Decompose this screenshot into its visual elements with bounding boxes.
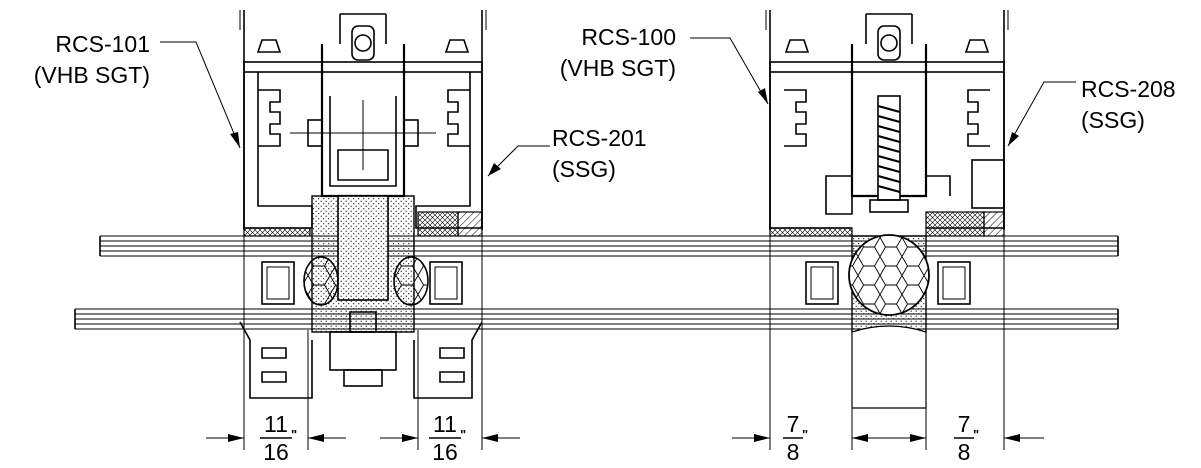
- right-silicone-joint: [848, 234, 930, 409]
- left-setting-block: [457, 211, 483, 237]
- callout-rcs-101-model: RCS-101: [55, 31, 150, 57]
- dimension-arrows: [206, 434, 1044, 442]
- left-interior-cover: [239, 311, 483, 399]
- dimension-right-a-unit: ": [802, 427, 808, 442]
- right-structural-tape-a: [769, 227, 853, 237]
- left-structural-tape-a: [243, 227, 311, 237]
- dimension-right-b-denominator: 8: [958, 439, 971, 465]
- left-silicone-joint: [303, 195, 429, 333]
- right-spacer-a: [805, 261, 839, 305]
- dimension-left-b: 11 16 ": [429, 411, 466, 465]
- dimension-right-a-denominator: 8: [787, 439, 800, 465]
- dimension-left-b-denominator: 16: [432, 439, 458, 465]
- left-spacer-a: [261, 261, 295, 305]
- dimension-right-b-unit: ": [973, 427, 979, 442]
- callout-rcs-100-type: (VHB SGT): [560, 55, 676, 81]
- left-frame-profile: [239, 10, 487, 230]
- dimension-right-a: 7 8 ": [783, 411, 808, 465]
- right-fastener-screw: [869, 95, 909, 213]
- callout-rcs-201-type: (SSG): [552, 156, 616, 182]
- callout-rcs-208-model: RCS-208: [1081, 76, 1176, 102]
- callout-rcs-101-type: (VHB SGT): [34, 62, 150, 88]
- callout-rcs-208-type: (SSG): [1081, 107, 1145, 133]
- left-spacer-b-inner: [434, 266, 458, 300]
- callout-rcs-100: RCS-100 (VHB SGT): [560, 24, 676, 81]
- left-spacer-a-inner: [266, 266, 290, 300]
- left-spacer-b: [429, 261, 463, 305]
- right-setting-block: [983, 211, 1005, 237]
- dimension-left-a: 11 16 ": [260, 411, 297, 465]
- dimension-left-a-denominator: 16: [263, 439, 289, 465]
- left-structural-tape-b: [417, 211, 459, 237]
- dimension-left-a-unit: ": [291, 427, 297, 442]
- right-spacer-b: [937, 261, 971, 305]
- dimension-right-b-numerator: 7: [958, 411, 971, 437]
- dimension-left-a-numerator: 11: [264, 411, 288, 437]
- callout-rcs-100-model: RCS-100: [581, 24, 676, 50]
- dimension-left-b-numerator: 11: [433, 411, 457, 437]
- dimension-right-a-numerator: 7: [787, 411, 800, 437]
- dimension-right-b: 7 8 ": [954, 411, 979, 465]
- right-spacer-b-inner: [942, 266, 966, 300]
- right-spacer-a-inner: [810, 266, 834, 300]
- left-outer-glass-pane: [99, 235, 770, 257]
- left-inner-glass-pane: [74, 308, 770, 330]
- dimension-left-b-unit: ": [460, 427, 466, 442]
- left-assembly: [74, 10, 770, 450]
- callout-leaders: [160, 37, 1076, 177]
- right-assembly: [765, 10, 1119, 450]
- right-inner-glass-pane: [770, 308, 1119, 330]
- callout-rcs-101: RCS-101 (VHB SGT): [34, 31, 150, 88]
- callout-rcs-201-model: RCS-201: [552, 125, 647, 151]
- right-structural-tape-b: [925, 211, 985, 237]
- callout-rcs-201: RCS-201 (SSG): [552, 125, 647, 182]
- callout-rcs-208: RCS-208 (SSG): [1081, 76, 1176, 133]
- right-outer-glass-pane: [770, 235, 1119, 257]
